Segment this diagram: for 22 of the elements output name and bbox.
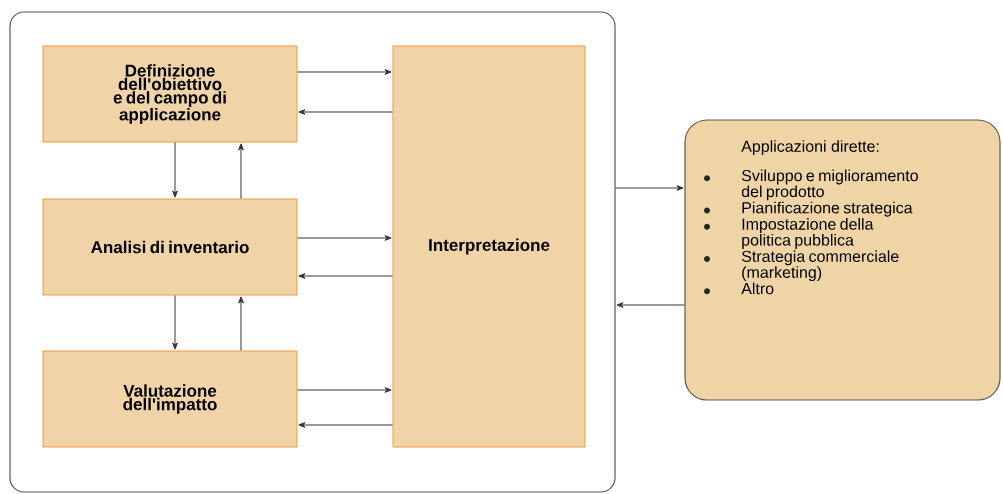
list-item: Sviluppo e miglioramento del prodotto (741, 169, 918, 201)
list-item: Pianificazione strategica (742, 201, 913, 217)
list-item: Altro (741, 282, 774, 295)
list-item: Impostazione della politica pubblica (742, 218, 874, 249)
process-box: Valutazione dell'impatto (42, 350, 298, 448)
process-box: Definizione dell'obiettivo e del campo di applicazione (42, 45, 298, 143)
arrow (238, 296, 244, 351)
arrow (298, 273, 393, 279)
arrow (298, 109, 393, 115)
arrow (297, 69, 392, 75)
arrow (616, 302, 685, 308)
arrow (238, 143, 244, 199)
arrow (298, 422, 393, 428)
list-heading: Applicazioni dirette: (741, 140, 879, 156)
process-box: Analisi di inventario (42, 198, 298, 296)
arrow (615, 185, 684, 191)
interpretation-box: Interpretazione (392, 45, 586, 448)
arrow (172, 295, 178, 350)
list-item: Strategia commerciale (marketing) (741, 250, 899, 282)
arrow (297, 387, 392, 393)
arrow (172, 142, 178, 198)
arrow (297, 235, 392, 241)
